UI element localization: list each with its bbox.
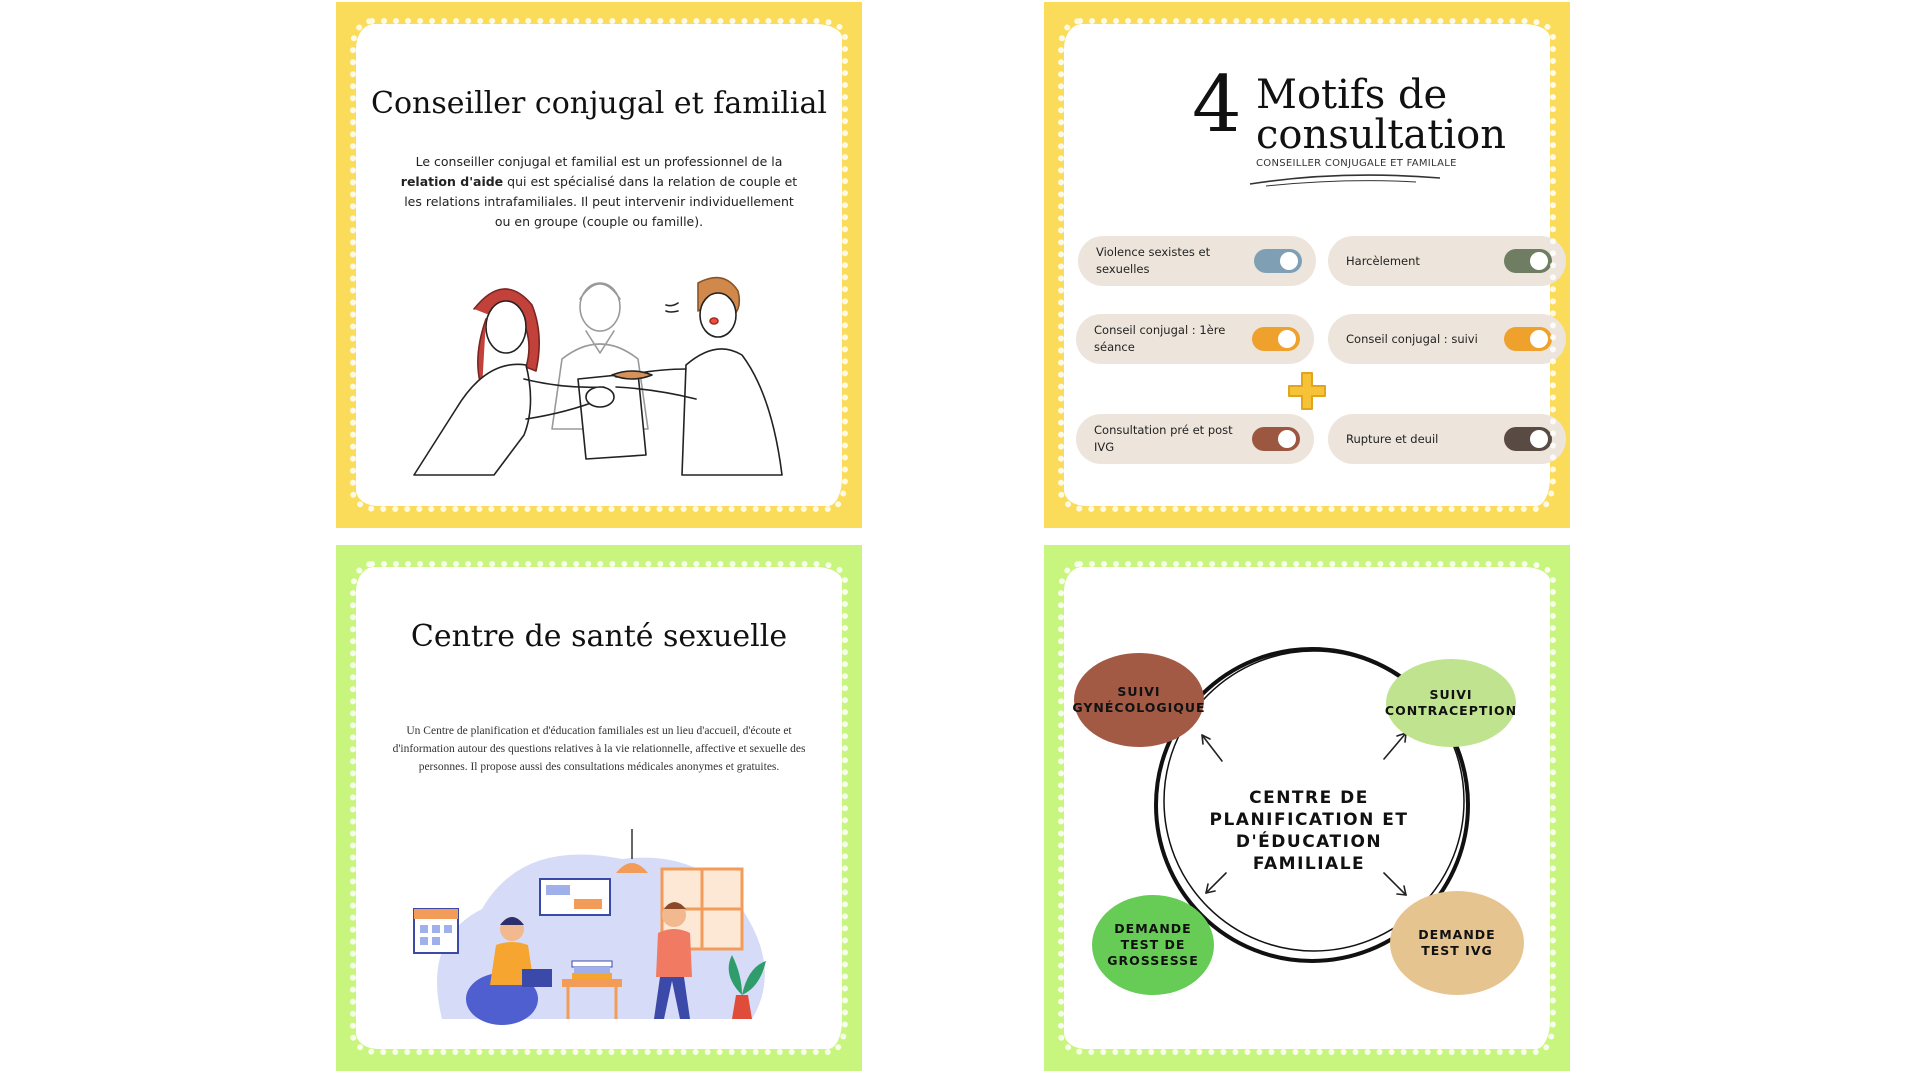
- node-test-grossesse: DEMANDE TEST DE GROSSESSE: [1092, 895, 1214, 995]
- toggle-switch[interactable]: [1504, 427, 1552, 451]
- motif-toggle-violence[interactable]: Violence sexistes et sexuelles: [1078, 236, 1316, 286]
- motifs-title-line2: consultation: [1256, 112, 1506, 158]
- motif-label: Violence sexistes et sexuelles: [1096, 245, 1211, 276]
- office-consultation-illustration: [413, 829, 766, 1025]
- card-inner: Conseiller conjugal et familial Le conse…: [350, 18, 848, 512]
- card-inner: Centre de santé sexuelle Un Centre de pl…: [350, 561, 848, 1055]
- underline-swoosh-icon: [1249, 174, 1441, 187]
- toggle-switch[interactable]: [1252, 327, 1300, 351]
- motif-label: Rupture et deuil: [1346, 431, 1439, 446]
- toggle-knob: [1280, 252, 1298, 270]
- motif-label: Conseil conjugal : 1ère séance: [1094, 323, 1226, 354]
- card-centre-planification-diagram: CENTRE DE PLANIFICATION ET D'ÉDUCATION F…: [1044, 545, 1570, 1071]
- card-motifs-consultation: 4 Motifs de consultation CONSEILLER CONJ…: [1044, 2, 1570, 528]
- card-title: Conseiller conjugal et familial: [371, 86, 827, 121]
- card-conseiller-conjugal: Conseiller conjugal et familial Le conse…: [336, 2, 862, 528]
- card-description: Un Centre de planification et d'éducatio…: [392, 725, 806, 773]
- toggle-switch[interactable]: [1254, 249, 1302, 273]
- toggle-knob: [1530, 252, 1548, 270]
- node-test-ivg: DEMANDE TEST IVG: [1390, 891, 1524, 995]
- motif-label: Conseil conjugal : suivi: [1346, 331, 1478, 346]
- motif-toggle-conseil-suivi[interactable]: Conseil conjugal : suivi: [1328, 314, 1566, 364]
- toggle-knob: [1278, 330, 1296, 348]
- toggle-switch[interactable]: [1504, 327, 1552, 351]
- description-part: Le conseiller conjugal et familial est u…: [415, 154, 783, 169]
- plus-icon: [1288, 372, 1326, 410]
- motif-label: Consultation pré et post IVG: [1094, 423, 1233, 454]
- toggle-knob: [1530, 330, 1548, 348]
- toggle-switch[interactable]: [1252, 427, 1300, 451]
- toggle-switch[interactable]: [1504, 249, 1552, 273]
- motif-toggle-rupture[interactable]: Rupture et deuil: [1328, 414, 1566, 464]
- card-description: Le conseiller conjugal et familial est u…: [396, 152, 802, 232]
- motif-toggle-harcelement[interactable]: Harcèlement: [1328, 236, 1566, 286]
- card-centre-sante-sexuelle: Centre de santé sexuelle Un Centre de pl…: [336, 545, 862, 1071]
- card-inner: 4 Motifs de consultation CONSEILLER CONJ…: [1058, 18, 1566, 512]
- motif-toggle-conseil-premiere[interactable]: Conseil conjugal : 1ère séance: [1076, 314, 1314, 364]
- motifs-title-line1: Motifs de: [1256, 72, 1448, 118]
- card-title: Centre de santé sexuelle: [410, 619, 788, 654]
- description-part: qui est spécialisé dans la relation de c…: [404, 174, 798, 229]
- card-inner: CENTRE DE PLANIFICATION ET D'ÉDUCATION F…: [1058, 561, 1556, 1055]
- cycle-ring: [1154, 647, 1470, 963]
- node-suivi-contraception: SUIVI CONTRACEPTION: [1385, 659, 1516, 747]
- couple-counseling-illustration: [413, 276, 783, 476]
- node-suivi-gynecologique: SUIVI GYNÉCOLOGIQUE: [1072, 653, 1205, 747]
- toggle-knob: [1530, 430, 1548, 448]
- description-bold: relation d'aide: [400, 174, 504, 189]
- motif-label: Harcèlement: [1346, 253, 1420, 268]
- motifs-number: 4: [1192, 60, 1242, 150]
- motifs-subtitle: CONSEILLER CONJUGALE ET FAMILALE: [1256, 158, 1457, 169]
- motif-toggle-ivg[interactable]: Consultation pré et post IVG: [1076, 414, 1314, 464]
- diagram-center-label: CENTRE DE PLANIFICATION ET D'ÉDUCATION F…: [1209, 788, 1409, 874]
- toggle-knob: [1278, 430, 1296, 448]
